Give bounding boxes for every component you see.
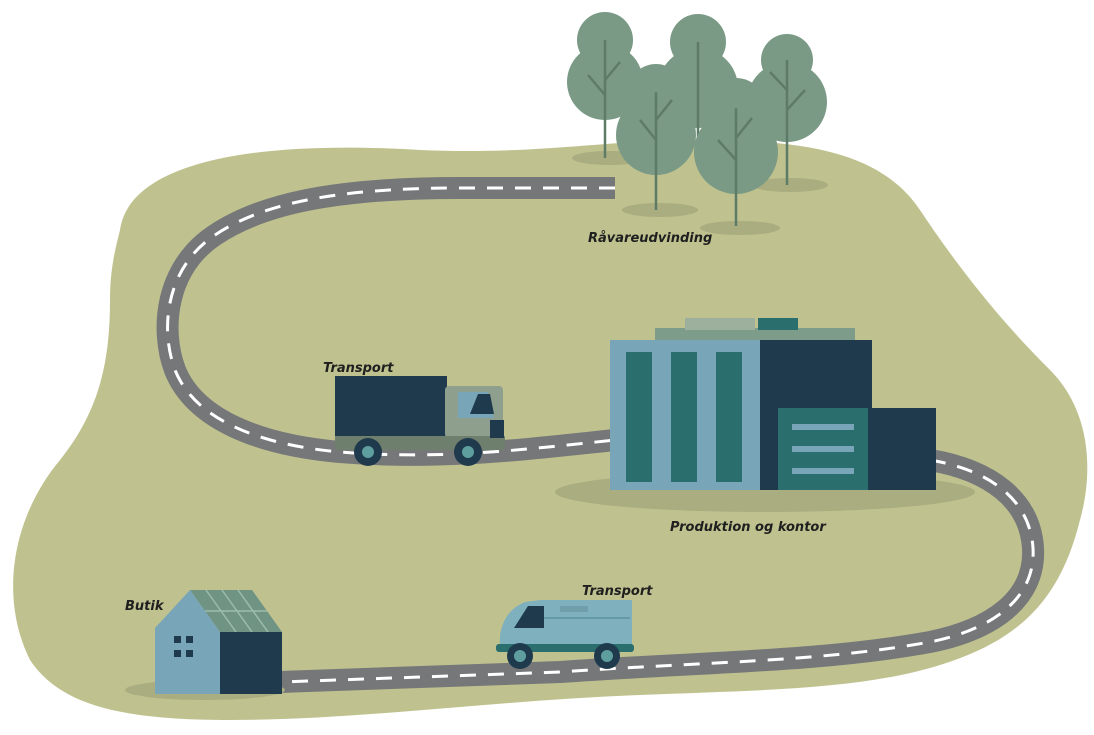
trees-icon [567,12,828,235]
truck-icon [335,376,505,466]
factory-icon [555,318,975,512]
label-raw-material: Råvareudvinding [588,231,712,246]
label-shop: Butik [125,599,165,614]
land-area [13,140,1088,720]
label-transport-truck: Transport [323,361,394,376]
van-icon [496,600,634,669]
house-icon [125,589,285,700]
road-markings [166,186,1035,684]
label-transport-van: Transport [582,584,653,599]
label-production: Produktion og kontor [670,520,827,535]
